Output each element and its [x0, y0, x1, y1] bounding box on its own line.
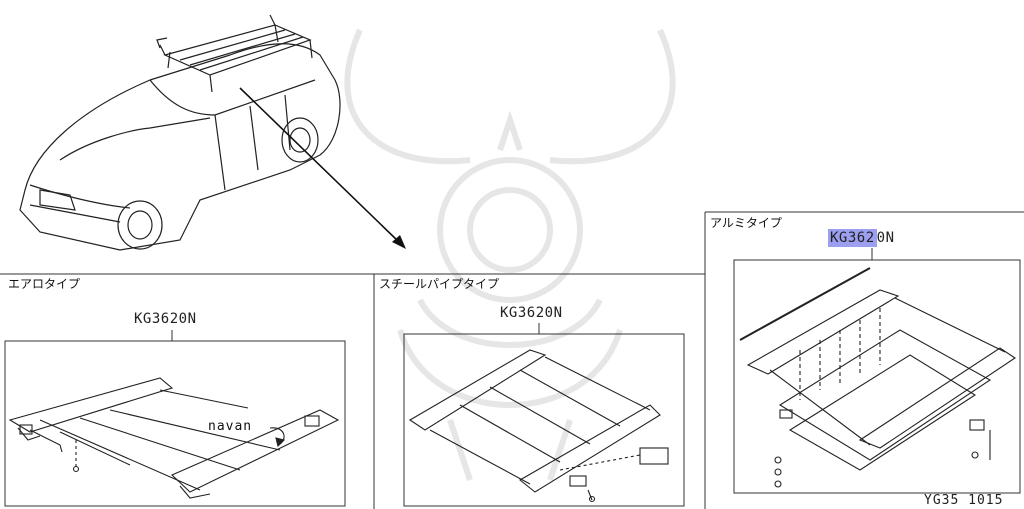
watermark-logo: [344, 28, 676, 481]
aero-rack-illustration: [8, 377, 340, 499]
part-number-alum-highlight: KG362: [828, 229, 877, 247]
section-title-aero: エアロタイプ: [8, 277, 81, 291]
steel-rack-illustration: [408, 349, 669, 503]
arrow-icon: [239, 87, 406, 249]
part-number-steel[interactable]: KG3620N: [500, 305, 563, 321]
diagram-ref-code: YG35 1015: [924, 493, 1004, 508]
note-aero: navan: [208, 419, 253, 434]
part-number-aero[interactable]: KG3620N: [134, 311, 197, 327]
detail-boxes: [4, 248, 1021, 507]
section-title-alum: アルミタイプ: [710, 216, 782, 230]
section-dividers: [0, 211, 1024, 509]
part-number-alum-suffix: 0N: [876, 230, 895, 246]
section-title-steel: スチールパイプタイプ: [379, 277, 500, 291]
alum-rack-illustration: [739, 267, 1016, 488]
vehicle-illustration: [19, 14, 341, 251]
